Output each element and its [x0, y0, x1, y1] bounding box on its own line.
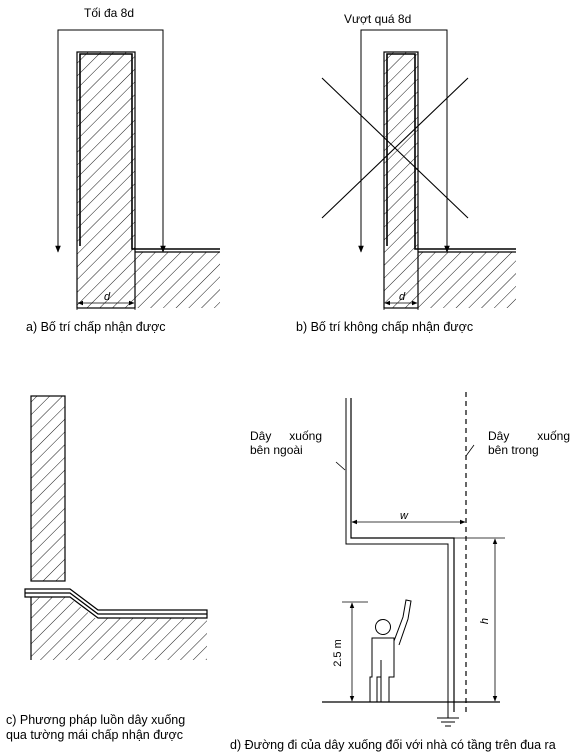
left-label-word2: xuống — [289, 429, 322, 443]
slab-c — [31, 597, 207, 660]
building-outline-d — [350, 398, 455, 712]
right-label-word2: xuống — [537, 429, 570, 443]
label-max-8d: Tối đa 8d — [84, 6, 135, 20]
roof-slab-a — [135, 252, 220, 308]
dim-label-d-b: d — [399, 291, 406, 303]
conductor-along-wall-b — [386, 53, 516, 250]
caption-a: a) Bố trí chấp nhận được — [26, 320, 166, 334]
caption-b: b) Bố trí không chấp nhận được — [296, 320, 474, 334]
earth-symbol — [437, 712, 459, 727]
wall-a — [76, 51, 136, 309]
upper-wall-c — [30, 395, 66, 582]
left-label-line2: bên ngoài — [250, 443, 303, 457]
down-conductor-b — [360, 29, 448, 250]
panel-d — [322, 392, 505, 727]
panel-a — [55, 29, 220, 310]
label-exceeds-8d: Vượt quá 8d — [344, 12, 412, 26]
leader-left-d — [335, 461, 346, 471]
parapet-conductor-c — [25, 592, 207, 615]
right-label-line2: bên trong — [488, 443, 539, 457]
person-figure — [369, 599, 412, 703]
w-label: w — [400, 510, 408, 522]
right-label-word1: Dây — [488, 429, 510, 443]
dim-label-d-a: d — [104, 291, 111, 303]
label-external-conductor: Dây xuống bên ngoài — [250, 429, 322, 457]
caption-d: d) Đường đi của dây xuống đối với nhà có… — [230, 738, 556, 752]
label-internal-conductor: Dây xuống bên trong — [488, 429, 570, 457]
caption-c-line1: c) Phương pháp luồn dây xuống — [6, 713, 186, 727]
leader-right-d — [465, 444, 475, 457]
roof-slab-b — [418, 252, 516, 308]
external-conductor-d — [345, 398, 449, 712]
panel-b — [321, 29, 516, 310]
height-label-2-5m: 2.5 m — [331, 639, 344, 667]
down-conductor-a — [57, 29, 164, 250]
cross-line-2 — [321, 77, 469, 219]
h-label: h — [479, 617, 492, 625]
caption-c-line2: qua tường mái chấp nhận được — [6, 728, 183, 742]
wall-b — [383, 51, 419, 309]
conductor-along-wall-a — [79, 53, 220, 250]
left-label-word1: Dây — [250, 429, 272, 443]
panel-c — [24, 395, 208, 660]
